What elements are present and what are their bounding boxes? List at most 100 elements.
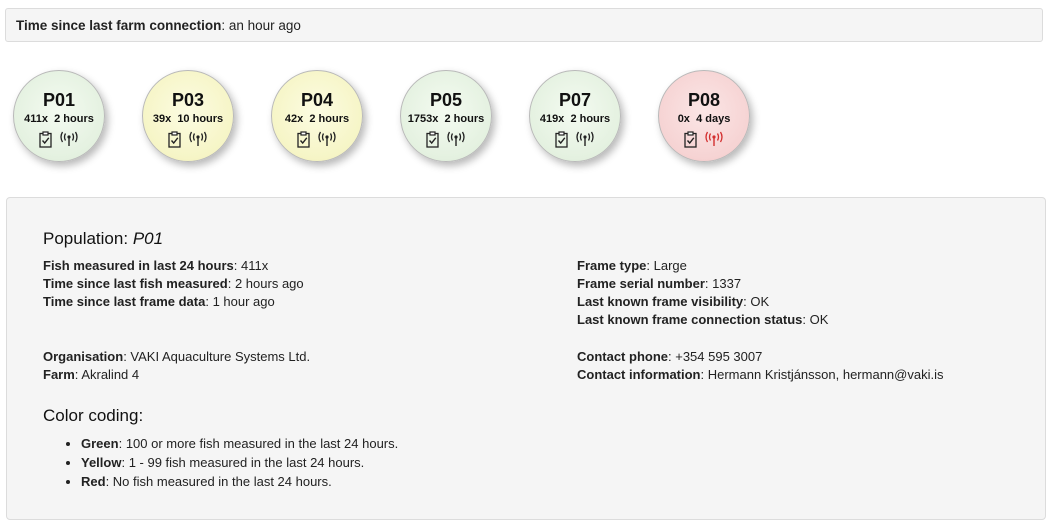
pen-icons <box>659 130 749 148</box>
pen-name: P05 <box>429 90 463 110</box>
info-value: VAKI Aquaculture Systems Ltd. <box>130 349 311 364</box>
pen-p03[interactable]: P03 39x 10 hours <box>142 70 234 162</box>
legend-text: 100 or more fish measured in the last 24… <box>125 436 399 451</box>
farm-connection-value: an hour ago <box>228 18 301 33</box>
pen-icons <box>14 130 104 148</box>
legend-label: Green <box>81 436 119 451</box>
info-label: Frame type <box>577 258 647 273</box>
info-row: Contact information: Hermann Kristjánsso… <box>577 367 944 382</box>
info-label: Last known frame visibility <box>577 294 744 309</box>
color-coding-title: Color coding: <box>43 406 144 425</box>
info-value: 1337 <box>712 276 742 291</box>
info-value: OK <box>750 294 770 309</box>
info-row: Frame serial number: 1337 <box>577 276 742 291</box>
info-value: Hermann Kristjánsson, hermann@vaki.is <box>707 367 944 382</box>
info-label: Contact phone <box>577 349 668 364</box>
info-label: Contact information <box>577 367 701 382</box>
population-title: Population: P01 <box>43 229 163 249</box>
info-row: Frame type: Large <box>577 258 687 273</box>
pen-count: 42x <box>284 113 304 125</box>
pen-time: 2 hours <box>444 113 485 125</box>
pen-p05[interactable]: P05 1753x 2 hours <box>400 70 492 162</box>
pen-name: P08 <box>687 90 721 110</box>
info-label: Time since last fish measured <box>43 276 228 291</box>
pen-stats: 39x 10 hours <box>143 112 233 126</box>
clipboard-check-icon <box>425 130 439 148</box>
pen-stats: 411x 2 hours <box>14 112 104 126</box>
pen-count: 1753x <box>407 113 439 125</box>
population-details-panel: Population: P01 Fish measured in last 24… <box>6 197 1046 520</box>
pen-name: P04 <box>300 90 334 110</box>
pen-name: P07 <box>558 90 592 110</box>
pen-time: 2 hours <box>570 113 611 125</box>
signal-antenna-icon <box>574 131 596 147</box>
pen-time: 2 hours <box>54 113 94 125</box>
info-row: Last known frame visibility: OK <box>577 294 770 309</box>
info-value: 1 hour ago <box>212 294 275 309</box>
pen-time: 10 hours <box>177 113 224 125</box>
pen-time: 4 days <box>696 113 731 125</box>
pen-p08[interactable]: P08 0x 4 days <box>658 70 750 162</box>
info-row: Contact phone: +354 595 3007 <box>577 349 763 364</box>
info-row: Fish measured in last 24 hours: 411x <box>43 258 269 273</box>
legend-text: No fish measured in the last 24 hours. <box>112 474 332 489</box>
signal-antenna-icon <box>703 131 725 147</box>
farm-connection-bar: Time since last farm connection: an hour… <box>5 8 1043 42</box>
pen-count: 39x <box>152 113 172 125</box>
legend-label: Yellow <box>81 455 122 470</box>
info-label: Frame serial number <box>577 276 705 291</box>
info-value: +354 595 3007 <box>675 349 763 364</box>
info-row: Organisation: VAKI Aquaculture Systems L… <box>43 349 311 364</box>
farm-connection-label: Time since last farm connection <box>16 18 222 33</box>
signal-antenna-icon <box>445 131 467 147</box>
legend-text: 1 - 99 fish measured in the last 24 hour… <box>128 455 365 470</box>
pen-stats: 1753x 2 hours <box>401 112 491 126</box>
info-row: Last known frame connection status: OK <box>577 312 829 327</box>
pen-name: P03 <box>171 90 205 110</box>
pen-p07[interactable]: P07 419x 2 hours <box>529 70 621 162</box>
legend-label: Red <box>81 474 106 489</box>
population-title-value: P01 <box>132 229 164 248</box>
legend-item-green: Green: 100 or more fish measured in the … <box>81 434 398 453</box>
pen-icons <box>272 130 362 148</box>
info-label: Organisation <box>43 349 124 364</box>
info-value: OK <box>809 312 829 327</box>
info-value: Large <box>653 258 687 273</box>
pen-icons <box>530 130 620 148</box>
clipboard-check-icon <box>554 130 568 148</box>
pen-name: P01 <box>42 90 76 110</box>
pen-icons <box>401 130 491 148</box>
info-value: Akralind 4 <box>81 367 140 382</box>
population-title-label: Population: <box>43 229 129 248</box>
legend-item-yellow: Yellow: 1 - 99 fish measured in the last… <box>81 453 398 472</box>
clipboard-check-icon <box>38 130 52 148</box>
clipboard-check-icon <box>296 130 310 148</box>
info-label: Time since last frame data <box>43 294 206 309</box>
pen-count: 411x <box>24 113 48 125</box>
info-value: 411x <box>240 258 269 273</box>
pen-stats: 0x 4 days <box>659 112 749 126</box>
signal-antenna-icon <box>58 131 80 147</box>
color-coding-legend: Green: 100 or more fish measured in the … <box>43 434 398 491</box>
info-label: Fish measured in last 24 hours <box>43 258 234 273</box>
pen-count: 0x <box>677 113 690 125</box>
info-row: Time since last fish measured: 2 hours a… <box>43 276 304 291</box>
clipboard-check-icon <box>167 130 181 148</box>
clipboard-check-icon <box>683 130 697 148</box>
pen-time: 2 hours <box>309 113 350 125</box>
legend-item-red: Red: No fish measured in the last 24 hou… <box>81 472 398 491</box>
pen-stats: 42x 2 hours <box>272 112 362 126</box>
info-row: Time since last frame data: 1 hour ago <box>43 294 275 309</box>
pen-stats: 419x 2 hours <box>530 112 620 126</box>
signal-antenna-icon <box>187 131 209 147</box>
signal-antenna-icon <box>316 131 338 147</box>
pen-icons <box>143 130 233 148</box>
organisation-info: Organisation: VAKI Aquaculture Systems L… <box>43 348 310 384</box>
info-label: Last known frame connection status <box>577 312 803 327</box>
pen-p04[interactable]: P04 42x 2 hours <box>271 70 363 162</box>
pen-p01[interactable]: P01 411x 2 hours <box>13 70 105 162</box>
pen-count: 419x <box>539 113 565 125</box>
